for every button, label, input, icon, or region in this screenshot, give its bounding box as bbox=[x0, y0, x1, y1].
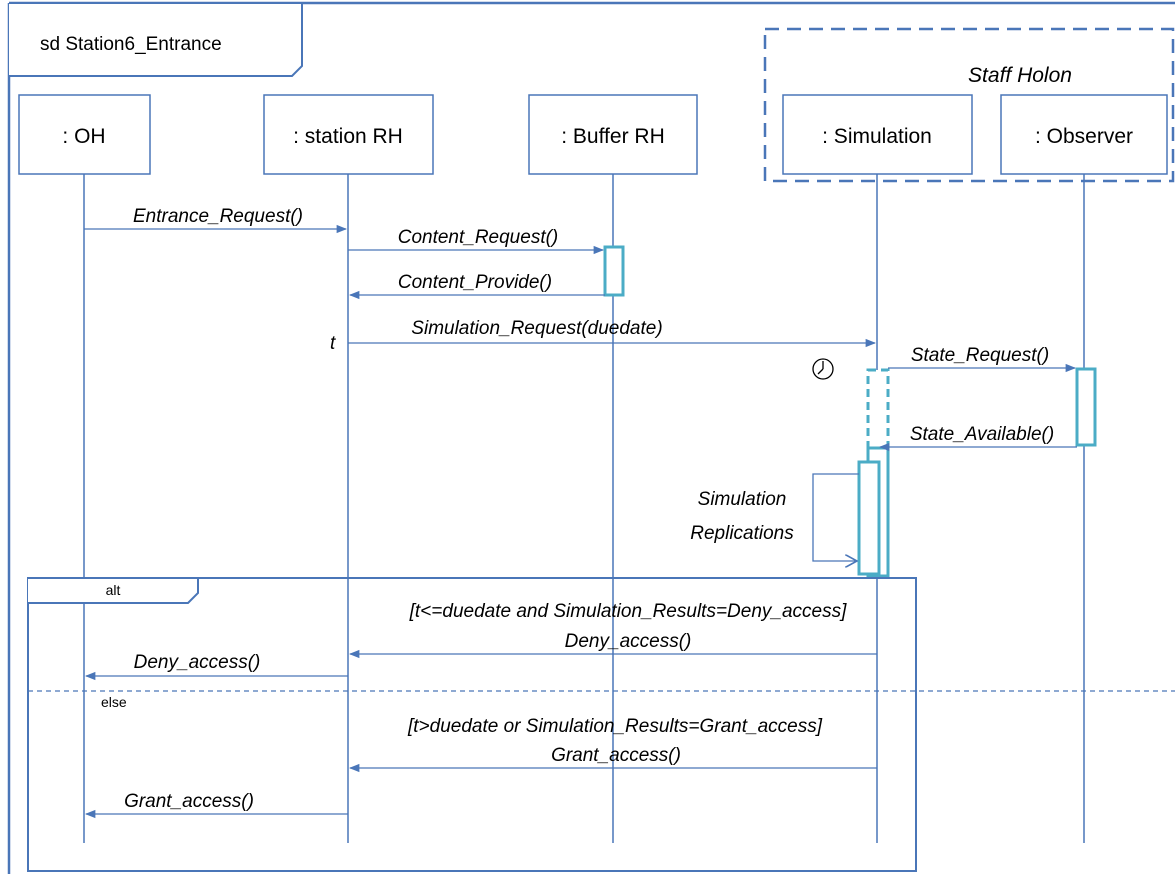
frame-title: sd Station6_Entrance bbox=[40, 34, 222, 55]
simulation-nested-activation bbox=[857, 460, 881, 576]
state-available-label: State_Available() bbox=[910, 424, 1054, 445]
lifeline-station: : station RH bbox=[263, 94, 434, 843]
message-grant-access-sim: Grant_access() bbox=[348, 745, 877, 773]
alt-operator-tab bbox=[28, 577, 199, 604]
lifeline-buffer-label: : Buffer RH bbox=[561, 125, 664, 148]
grant-access-oh-label: Grant_access() bbox=[124, 791, 254, 812]
lifeline-oh-label: : OH bbox=[62, 125, 105, 148]
outer-frame: sd Station6_Entrance bbox=[7, 1, 1175, 874]
simulation-waiting-activation bbox=[866, 368, 890, 450]
self-call-simulation-replications: Simulation Replications bbox=[690, 473, 859, 561]
lifeline-station-label: : station RH bbox=[293, 125, 403, 148]
deny-access-sim-label: Deny_access() bbox=[565, 631, 692, 652]
grant-access-sim-label: Grant_access() bbox=[551, 745, 681, 766]
alt-operator-label: alt bbox=[106, 582, 121, 598]
simulation-request-label: Simulation_Request(duedate) bbox=[411, 318, 662, 339]
lifeline-simulation-label: : Simulation bbox=[822, 125, 932, 148]
time-marker: t bbox=[330, 333, 336, 354]
state-request-label: State_Request() bbox=[911, 345, 1049, 366]
guard-deny: [t<=duedate and Simulation_Results=Deny_… bbox=[409, 601, 847, 622]
self-call-label-line2: Replications bbox=[690, 523, 794, 544]
deny-access-oh-label: Deny_access() bbox=[134, 652, 261, 673]
observer-activation bbox=[1075, 367, 1097, 447]
self-call-label-line1: Simulation bbox=[698, 489, 787, 510]
message-deny-access-oh: Deny_access() bbox=[84, 652, 348, 681]
staff-holon-group: Staff Holon bbox=[763, 27, 1175, 183]
message-simulation-request: Simulation_Request(duedate) bbox=[348, 318, 877, 348]
lifeline-buffer: : Buffer RH bbox=[528, 94, 698, 843]
guard-grant: [t>duedate or Simulation_Results=Grant_a… bbox=[407, 716, 823, 737]
content-request-label: Content_Request() bbox=[398, 227, 559, 248]
message-entrance-request: Entrance_Request() bbox=[84, 206, 348, 234]
else-label: else bbox=[101, 694, 127, 710]
message-grant-access-oh: Grant_access() bbox=[84, 791, 348, 819]
buffer-activation bbox=[603, 245, 625, 297]
lifeline-oh: : OH bbox=[18, 94, 151, 843]
frame-title-tab bbox=[9, 2, 303, 77]
message-content-request: Content_Request() bbox=[348, 227, 605, 255]
lifeline-observer: : Observer bbox=[1000, 94, 1168, 843]
message-content-provide: Content_Provide() bbox=[348, 272, 605, 300]
message-state-available: State_Available() bbox=[878, 424, 1077, 452]
entrance-request-label: Entrance_Request() bbox=[133, 206, 303, 227]
staff-holon-label: Staff Holon bbox=[968, 64, 1072, 87]
message-state-request: State_Request() bbox=[888, 345, 1077, 373]
alt-fragment: alt else bbox=[27, 577, 1175, 872]
lifeline-observer-label: : Observer bbox=[1035, 125, 1133, 148]
message-deny-access-sim: Deny_access() bbox=[348, 631, 877, 659]
content-provide-label: Content_Provide() bbox=[398, 272, 552, 293]
lifeline-simulation: : Simulation bbox=[782, 94, 973, 843]
clock-icon bbox=[812, 358, 834, 380]
